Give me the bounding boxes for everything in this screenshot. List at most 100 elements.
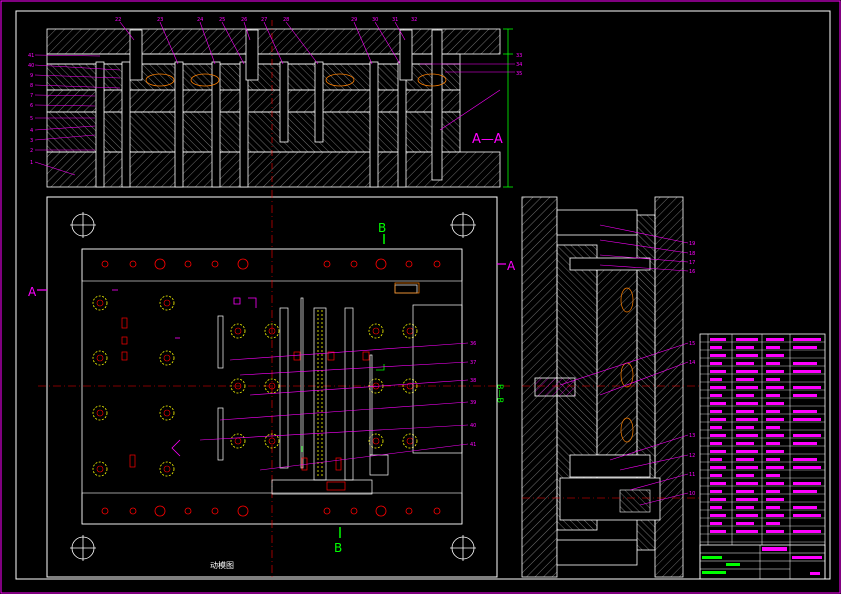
parts-list-glyph (736, 362, 754, 365)
parts-list-glyph (710, 362, 722, 365)
parts-list-glyph (736, 426, 754, 429)
callout-right-1: 33 (516, 53, 522, 59)
parts-list-glyph (736, 338, 758, 341)
callout-left-7: 5 (30, 116, 33, 122)
parts-list-glyph (736, 466, 758, 469)
parts-list-glyph (736, 442, 754, 445)
callout-left-3: 9 (30, 73, 33, 79)
parts-list-glyph (710, 442, 722, 445)
parts-list-glyph (736, 498, 758, 501)
parts-list-glyph (793, 490, 817, 493)
parts-list-glyph (766, 442, 780, 445)
callout-36: 36 (470, 341, 476, 347)
parts-list-glyph (766, 434, 784, 437)
parts-list-glyph (710, 458, 722, 461)
parts-list-glyph (736, 490, 754, 493)
parts-list-glyph (710, 474, 722, 477)
parts-list-glyph (766, 458, 780, 461)
parts-list-glyph (710, 450, 726, 453)
callout-39: 39 (470, 400, 476, 406)
parts-list-glyph (710, 530, 726, 533)
callout-left-11: 1 (30, 160, 33, 166)
parts-list-glyph (736, 402, 758, 405)
parts-list-glyph (736, 434, 758, 437)
callout-side-9: 11 (689, 472, 695, 478)
parts-list-glyph (710, 386, 726, 389)
parts-list-glyph (710, 514, 726, 517)
parts-list-glyph (766, 466, 784, 469)
parts-list-glyph (793, 482, 821, 485)
callout-side-5: 15 (689, 341, 695, 347)
callout-left-1: 41 (28, 53, 34, 59)
parts-list-glyph (736, 386, 758, 389)
parts-list-glyph (766, 394, 780, 397)
section-markers: B B A A B—B (28, 221, 516, 555)
parts-list-glyph (710, 410, 722, 413)
parts-list-glyph (710, 482, 726, 485)
parts-list-glyph (766, 386, 784, 389)
parts-list-glyph (710, 418, 726, 421)
parts-list-glyph (793, 458, 817, 461)
parts-list-glyph (793, 530, 821, 533)
callout-side-6: 14 (689, 360, 695, 366)
parts-list-glyph (736, 378, 754, 381)
plan-view (38, 190, 510, 580)
callout-32: 32 (411, 17, 417, 23)
parts-list-glyph (736, 514, 758, 517)
section-view-bb (521, 196, 700, 578)
callout-28: 28 (283, 17, 289, 23)
callout-side-3: 17 (689, 260, 695, 266)
parts-list-glyph (736, 474, 754, 477)
parts-list-glyph (793, 418, 821, 421)
callout-left-9: 3 (30, 138, 33, 144)
section-b-top: B (378, 221, 386, 235)
callout-40: 40 (470, 423, 476, 429)
parts-list-glyph (710, 466, 726, 469)
parts-list-glyph (766, 522, 780, 525)
parts-list-glyph (793, 370, 821, 373)
parts-list-glyph (766, 498, 784, 501)
callout-left-6: 6 (30, 103, 33, 109)
parts-list-glyph (793, 442, 817, 445)
parts-list-glyph (766, 514, 784, 517)
parts-list-glyph (793, 386, 821, 389)
parts-list-glyph (710, 378, 722, 381)
parts-list-glyph (766, 354, 784, 357)
parts-list-glyph (736, 346, 754, 349)
parts-list-glyph (766, 346, 780, 349)
parts-list-glyph (710, 498, 726, 501)
parts-list-glyph (766, 482, 784, 485)
section-a-left: A (28, 285, 37, 299)
callout-30: 30 (372, 17, 378, 23)
plan-view-callout-labels: 36 37 38 39 40 41 (470, 341, 476, 448)
parts-list-glyph (736, 522, 754, 525)
parts-list-glyph (736, 506, 754, 509)
parts-list-glyph (736, 482, 758, 485)
parts-list-glyph (766, 378, 780, 381)
parts-list-glyph (710, 434, 726, 437)
title-block (699, 544, 826, 580)
parts-list-glyph (766, 338, 784, 341)
parts-list-glyph (793, 466, 821, 469)
parts-list-glyph (793, 362, 817, 365)
section-a-right: A (507, 259, 516, 273)
parts-list-glyph (793, 410, 817, 413)
callout-23: 23 (157, 17, 163, 23)
inner-frame (15, 10, 831, 580)
callout-29: 29 (351, 17, 357, 23)
top-view-leaders (34, 21, 515, 176)
parts-list-glyph (736, 354, 758, 357)
parts-list-glyph (766, 530, 784, 533)
parts-list-glyph (793, 338, 821, 341)
callout-left-2: 40 (28, 63, 34, 69)
callout-right-2: 34 (516, 62, 522, 68)
parts-list-glyph (793, 394, 817, 397)
parts-list-glyph (736, 418, 758, 421)
callout-side-7: 13 (689, 433, 695, 439)
parts-list-glyph (766, 490, 780, 493)
parts-list-glyph (793, 434, 821, 437)
parts-list-glyph (766, 362, 780, 365)
section-label-aa: A—A (472, 132, 503, 147)
parts-list-glyph (766, 474, 780, 477)
